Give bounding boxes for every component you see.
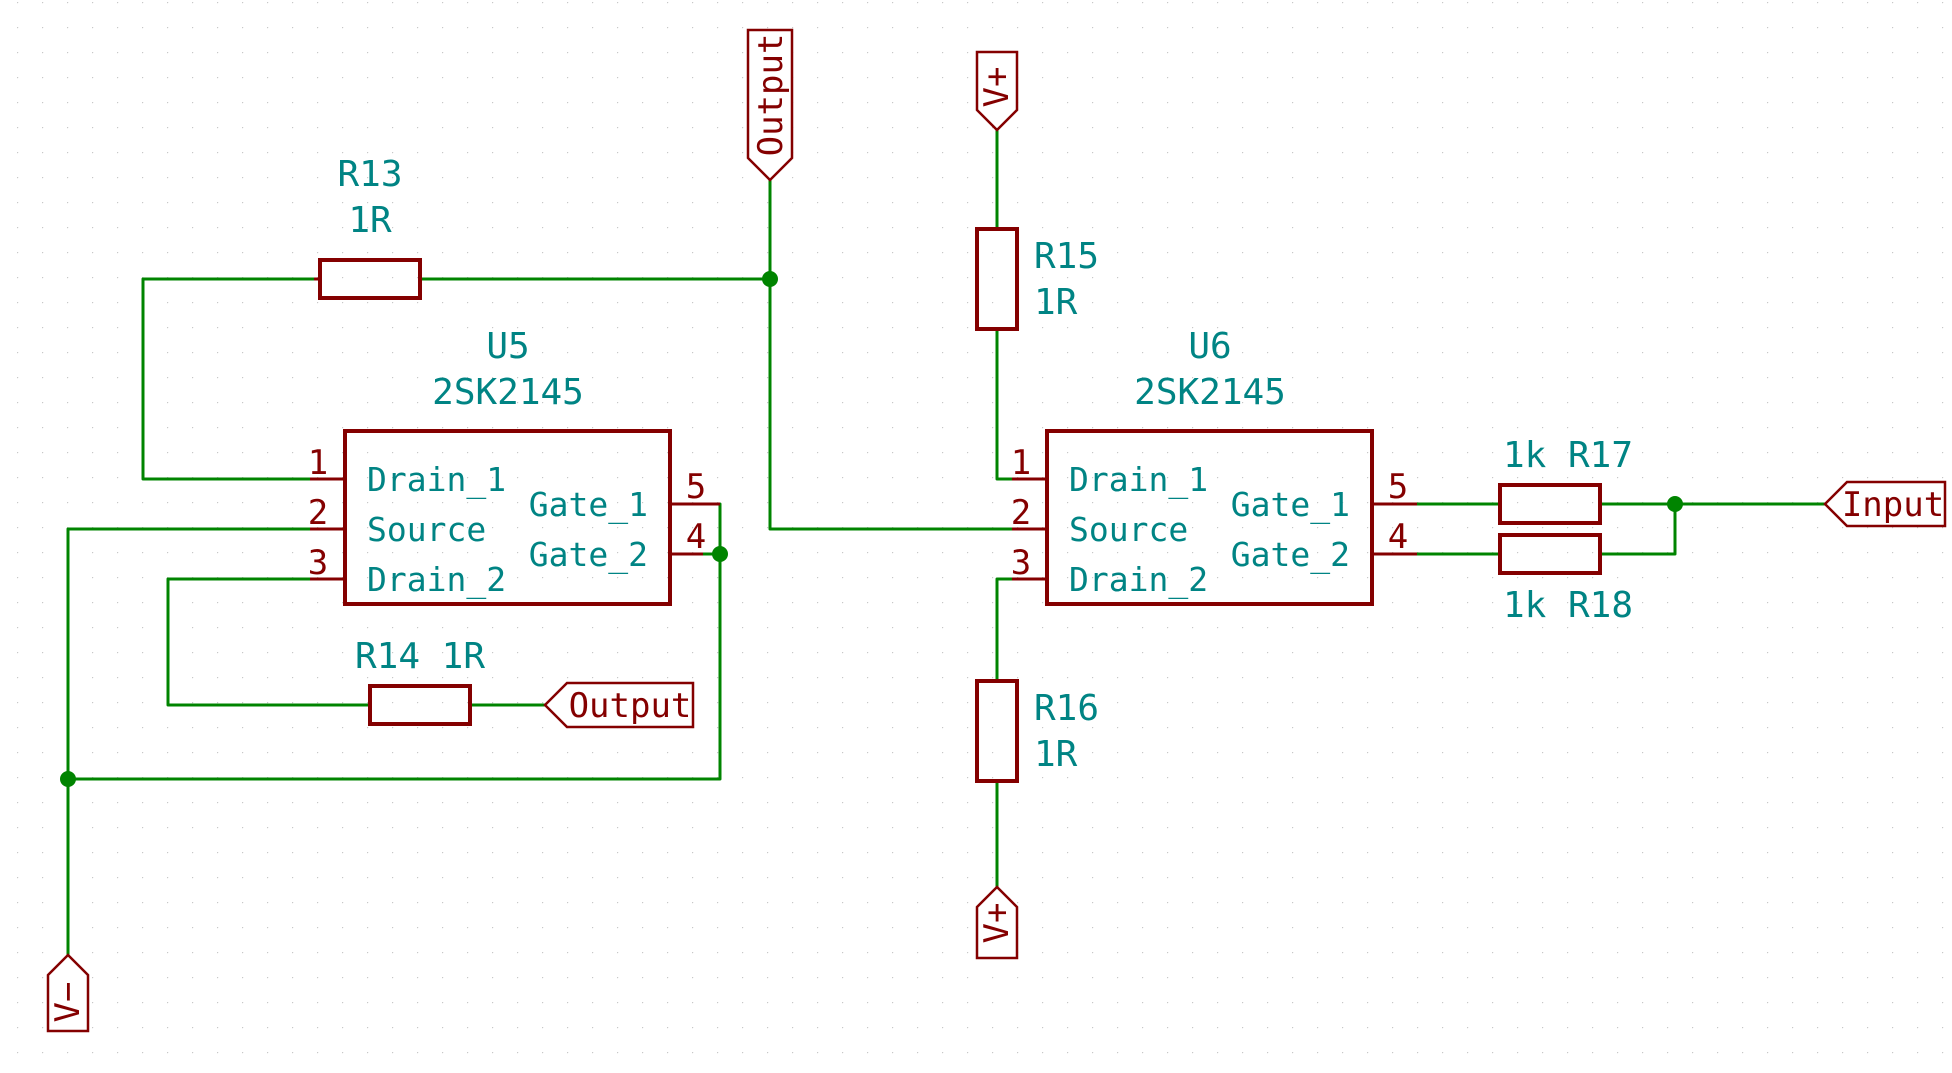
label-output-top[interactable]: Output bbox=[746, 28, 794, 182]
u5-drain2-label: Drain_2 bbox=[367, 560, 506, 600]
u5-gate1-label: Gate_1 bbox=[529, 485, 648, 525]
resistor-r15[interactable]: R15 1R bbox=[975, 227, 1099, 331]
u6-pin4-number: 4 bbox=[1388, 517, 1408, 557]
resistor-r13[interactable]: R13 1R bbox=[314, 154, 422, 300]
ic-u6[interactable]: U6 2SK2145 1 2 3 5 4 Drain_1 Source Drai… bbox=[1011, 326, 1417, 606]
r15-ref: R15 bbox=[1034, 236, 1099, 277]
u5-pin5-number: 5 bbox=[686, 467, 706, 507]
u6-source-label: Source bbox=[1069, 510, 1188, 549]
u5-pin4-number: 4 bbox=[686, 517, 706, 557]
label-vminus[interactable]: V− bbox=[46, 953, 90, 1033]
junction-input bbox=[1667, 496, 1683, 512]
label-input-text: Input bbox=[1842, 485, 1944, 525]
label-vplus-bottom[interactable]: V+ bbox=[975, 885, 1019, 960]
u5-source-label: Source bbox=[367, 510, 486, 549]
u6-value: 2SK2145 bbox=[1134, 372, 1286, 413]
u5-pin1-number: 1 bbox=[308, 443, 328, 483]
u6-pin5-number: 5 bbox=[1388, 467, 1408, 507]
u6-pin3-number: 3 bbox=[1011, 543, 1031, 583]
u5-ref: U5 bbox=[486, 326, 529, 367]
u6-pin1-number: 1 bbox=[1011, 443, 1031, 483]
wire-output-net bbox=[768, 178, 1047, 531]
wires bbox=[66, 128, 1827, 957]
junction-u5-gates bbox=[712, 546, 728, 562]
r14-ref-value: R14 1R bbox=[355, 636, 485, 677]
u6-ref: U6 bbox=[1188, 326, 1231, 367]
label-input[interactable]: Input bbox=[1823, 480, 1947, 528]
wire-r13-to-u5-drain1 bbox=[141, 277, 316, 481]
label-vminus-text: V− bbox=[48, 982, 88, 1023]
u5-pin3-number: 3 bbox=[308, 543, 328, 583]
label-vplus-bottom-text: V+ bbox=[977, 903, 1017, 944]
label-vplus-top-text: V+ bbox=[977, 67, 1017, 108]
r16-ref: R16 bbox=[1034, 688, 1099, 729]
u6-pin2-number: 2 bbox=[1011, 493, 1031, 533]
junction-output-node bbox=[762, 271, 778, 287]
u5-gate2-label: Gate_2 bbox=[529, 535, 648, 575]
r16-value: 1R bbox=[1034, 734, 1078, 775]
u5-pin2-number: 2 bbox=[308, 493, 328, 533]
u6-gate2-label: Gate_2 bbox=[1231, 535, 1350, 575]
junction-vminus bbox=[60, 771, 76, 787]
u6-gate1-label: Gate_1 bbox=[1231, 485, 1350, 525]
r17-value-ref: 1k R17 bbox=[1503, 435, 1633, 476]
r13-ref: R13 bbox=[337, 154, 402, 195]
resistor-r17[interactable]: 1k R17 bbox=[1498, 435, 1633, 525]
u6-drain2-label: Drain_2 bbox=[1069, 560, 1208, 600]
r15-value: 1R bbox=[1034, 282, 1078, 323]
u5-drain1-label: Drain_1 bbox=[367, 460, 506, 500]
label-output-bottom[interactable]: Output bbox=[543, 681, 695, 729]
ic-u5[interactable]: U5 2SK2145 1 2 3 5 4 Drain_1 Source Drai… bbox=[308, 326, 720, 606]
r13-value: 1R bbox=[348, 200, 392, 241]
u6-drain1-label: Drain_1 bbox=[1069, 460, 1208, 500]
junctions bbox=[60, 271, 1683, 787]
label-output-top-text: Output bbox=[751, 34, 791, 157]
wire-u5-gates-to-vminus bbox=[66, 502, 722, 781]
resistor-r18[interactable]: 1k R18 bbox=[1498, 533, 1633, 626]
wire-u5-drain2-to-r14 bbox=[166, 577, 370, 707]
r18-value-ref: 1k R18 bbox=[1503, 585, 1633, 626]
wire-u5-source-to-vminus bbox=[66, 527, 312, 957]
wire-r18-to-input-node bbox=[1598, 502, 1677, 556]
label-output-bottom-text: Output bbox=[569, 686, 692, 726]
resistor-r16[interactable]: R16 1R bbox=[975, 679, 1099, 783]
u5-value: 2SK2145 bbox=[432, 372, 584, 413]
label-vplus-top[interactable]: V+ bbox=[975, 50, 1019, 132]
resistor-r14[interactable]: R14 1R bbox=[355, 636, 485, 726]
